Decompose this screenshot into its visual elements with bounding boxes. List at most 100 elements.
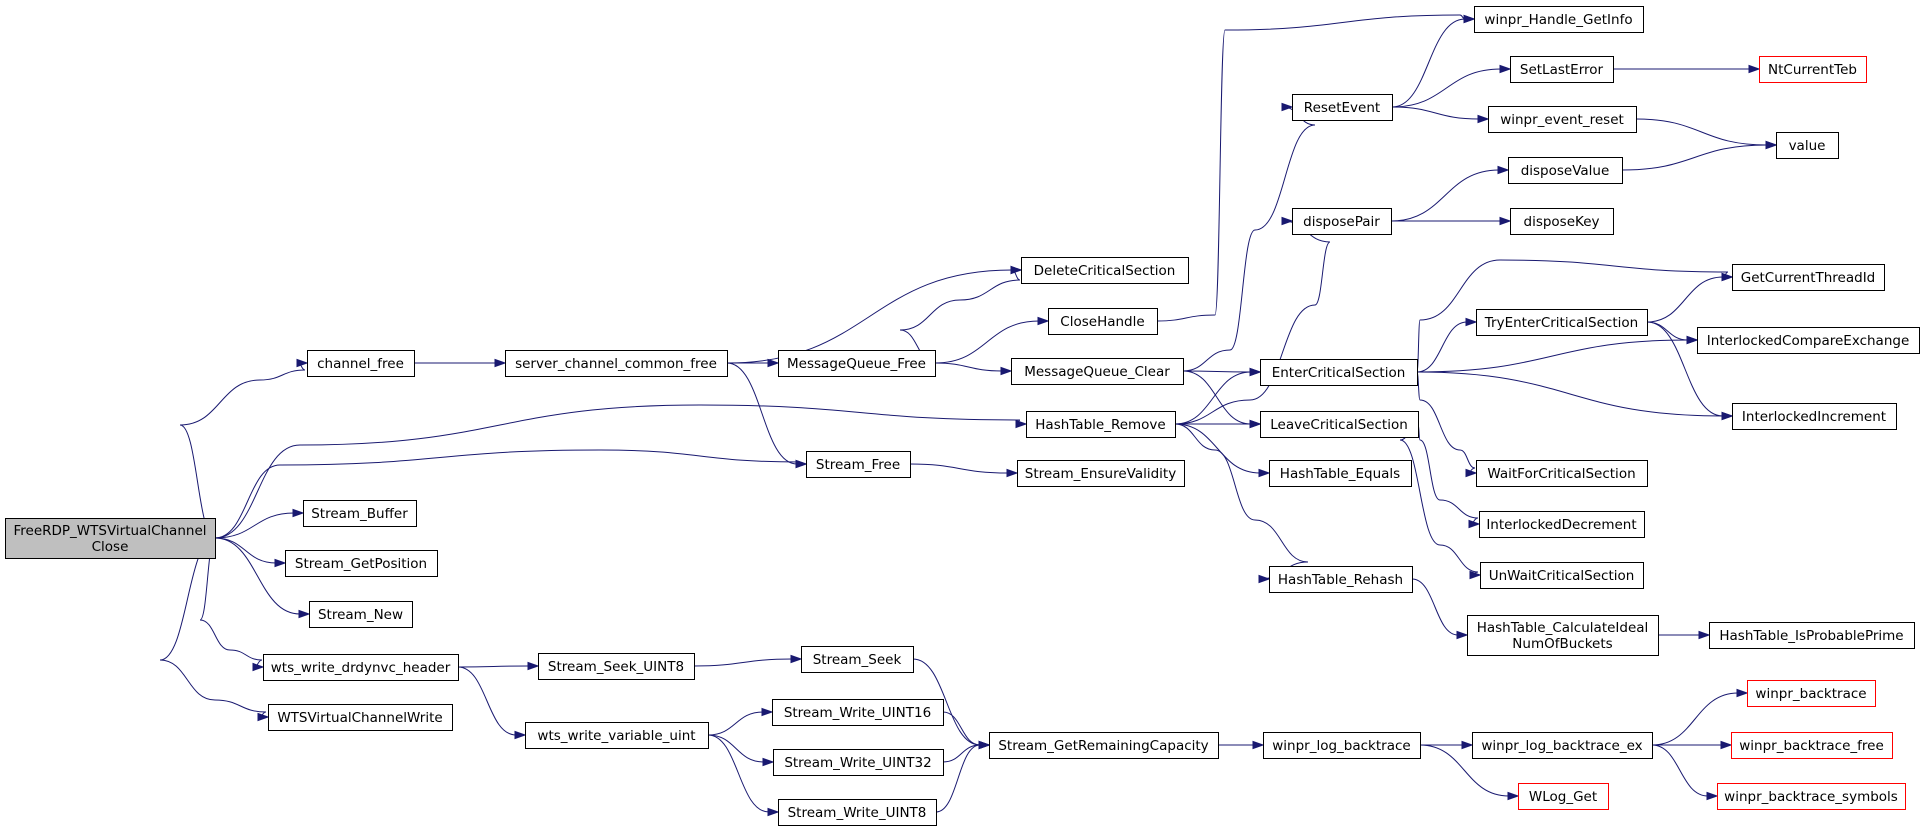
function-node-winpr-log-backtrace-ex[interactable]: winpr_log_backtrace_ex bbox=[1472, 732, 1653, 759]
arrowhead-icon bbox=[1010, 265, 1023, 275]
function-node-unwaitcriticalsection[interactable]: UnWaitCriticalSection bbox=[1480, 562, 1644, 589]
function-node-interlockeddecrement[interactable]: InterlockedDecrement bbox=[1479, 511, 1645, 538]
function-node-wts-write-drdynvc-header[interactable]: wts_write_drdynvc_header bbox=[263, 654, 459, 681]
edge-server-channel-common-free-to-deletecriticalsection bbox=[726, 265, 1023, 364]
node-label: Stream_GetRemainingCapacity bbox=[998, 738, 1208, 754]
arrowhead-icon bbox=[1698, 630, 1711, 640]
edge-messagequeue-free-to-messagequeue-clear bbox=[934, 362, 1013, 376]
edge-line bbox=[899, 269, 1021, 364]
function-node-disposevalue[interactable]: disposeValue bbox=[1508, 157, 1623, 184]
arrowhead-icon bbox=[1281, 102, 1294, 112]
edge-line bbox=[199, 537, 263, 668]
function-node-winpr-backtrace[interactable]: winpr_backtrace bbox=[1747, 680, 1876, 707]
function-node-channel-free[interactable]: channel_free bbox=[307, 350, 415, 377]
node-box bbox=[1260, 411, 1419, 438]
function-node-tryentercriticalsection[interactable]: TryEnterCriticalSection bbox=[1476, 309, 1648, 336]
function-node-hashtable-equals[interactable]: HashTable_Equals bbox=[1269, 460, 1412, 487]
function-node-stream-ensurevalidity[interactable]: Stream_EnsureValidity bbox=[1017, 460, 1185, 487]
edge-line bbox=[1174, 220, 1331, 425]
node-label: Close bbox=[92, 539, 129, 555]
function-node-hashtable-isprobableprime[interactable]: HashTable_IsProbablePrime bbox=[1709, 622, 1915, 649]
node-box bbox=[1292, 208, 1392, 235]
function-node-deletecriticalsection[interactable]: DeleteCriticalSection bbox=[1021, 257, 1189, 284]
function-node-waitforcriticalsection[interactable]: WaitForCriticalSection bbox=[1476, 460, 1648, 487]
node-label: value bbox=[1789, 138, 1826, 154]
function-node-winpr-log-backtrace[interactable]: winpr_log_backtrace bbox=[1263, 732, 1421, 759]
arrowhead-icon bbox=[1499, 64, 1512, 74]
call-edges bbox=[159, 14, 1778, 817]
function-node-disposepair[interactable]: disposePair bbox=[1292, 208, 1392, 235]
function-node-winpr-event-reset[interactable]: winpr_event_reset bbox=[1488, 106, 1637, 133]
function-node-stream-write-uint32[interactable]: Stream_Write_UINT32 bbox=[773, 749, 944, 776]
edge-line bbox=[1390, 169, 1500, 222]
edge-leavecriticalsection-to-interlockeddecrement bbox=[1417, 423, 1481, 529]
function-node-leavecriticalsection[interactable]: LeaveCriticalSection bbox=[1260, 411, 1419, 438]
node-box bbox=[303, 500, 417, 527]
arrowhead-icon bbox=[1249, 419, 1262, 429]
edge-line bbox=[1416, 321, 1468, 373]
edge-line bbox=[1411, 578, 1459, 636]
function-node-resetevent[interactable]: ResetEvent bbox=[1292, 94, 1393, 121]
function-node-interlockedincrement[interactable]: InterlockedIncrement bbox=[1732, 403, 1897, 430]
edge-line bbox=[1182, 106, 1316, 372]
node-label: FreeRDP_WTSVirtualChannel bbox=[13, 523, 206, 539]
edge-line bbox=[1646, 321, 1724, 417]
function-node-stream-seek-uint8[interactable]: Stream_Seek_UINT8 bbox=[538, 653, 695, 680]
node-label: winpr_backtrace_free bbox=[1739, 738, 1884, 754]
node-box bbox=[1472, 732, 1653, 759]
function-node-stream-getposition[interactable]: Stream_GetPosition bbox=[285, 550, 438, 577]
function-node-winpr-backtrace-symbols[interactable]: winpr_backtrace_symbols bbox=[1717, 783, 1906, 810]
arrowhead-icon bbox=[1507, 791, 1520, 801]
node-label: Stream_GetPosition bbox=[295, 556, 427, 572]
function-node-winpr-handle-getinfo[interactable]: winpr_Handle_GetInfo bbox=[1474, 6, 1644, 33]
function-node-value[interactable]: value bbox=[1776, 132, 1839, 159]
function-node-disposekey[interactable]: disposeKey bbox=[1510, 208, 1614, 235]
node-label: NtCurrentTeb bbox=[1768, 62, 1857, 78]
function-node-wlog-get[interactable]: WLog_Get bbox=[1518, 783, 1609, 810]
function-node-closehandle[interactable]: CloseHandle bbox=[1048, 308, 1158, 335]
function-node-messagequeue-free[interactable]: MessageQueue_Free bbox=[778, 350, 936, 377]
function-node-stream-free[interactable]: Stream_Free bbox=[806, 451, 911, 478]
edge-server-channel-common-free-to-messagequeue-free bbox=[726, 358, 780, 368]
function-node-stream-getremainingcapacity[interactable]: Stream_GetRemainingCapacity bbox=[989, 732, 1219, 759]
function-node-interlockedcompareexchange[interactable]: InterlockedCompareExchange bbox=[1697, 327, 1920, 354]
edge-wts-write-variable-uint-to-stream-write-uint16 bbox=[707, 707, 774, 736]
node-label: HashTable_CalculateIdeal bbox=[1477, 620, 1649, 636]
edge-leavecriticalsection-to-unwaitcriticalsection bbox=[1399, 423, 1482, 580]
function-node-stream-buffer[interactable]: Stream_Buffer bbox=[303, 500, 417, 527]
function-node-hashtable-remove[interactable]: HashTable_Remove bbox=[1026, 411, 1176, 438]
node-label: CloseHandle bbox=[1060, 314, 1144, 330]
arrowhead-icon bbox=[1477, 114, 1490, 124]
function-node-stream-new[interactable]: Stream_New bbox=[309, 601, 413, 628]
arrowhead-icon bbox=[1465, 317, 1478, 327]
function-node-entercriticalsection[interactable]: EnterCriticalSection bbox=[1260, 359, 1418, 386]
function-node-stream-write-uint16[interactable]: Stream_Write_UINT16 bbox=[772, 699, 944, 726]
function-node-stream-seek[interactable]: Stream_Seek bbox=[801, 646, 914, 673]
function-node-wtsvirtualchannelwrite[interactable]: WTSVirtualChannelWrite bbox=[268, 704, 453, 731]
node-label: MessageQueue_Clear bbox=[1024, 364, 1170, 380]
edge-line bbox=[1417, 423, 1479, 525]
function-node-server-channel-common-free[interactable]: server_channel_common_free bbox=[505, 350, 728, 377]
function-node-winpr-backtrace-free[interactable]: winpr_backtrace_free bbox=[1731, 732, 1893, 759]
edge-root-to-stream-getposition bbox=[214, 537, 287, 568]
function-node-setlasterror[interactable]: SetLastError bbox=[1510, 56, 1614, 83]
function-node-wts-write-variable-uint[interactable]: wts_write_variable_uint bbox=[525, 722, 709, 749]
node-box bbox=[1480, 562, 1644, 589]
node-label: winpr_log_backtrace bbox=[1272, 738, 1410, 754]
function-node-stream-write-uint8[interactable]: Stream_Write_UINT8 bbox=[778, 799, 937, 826]
function-node-ntcurrentteb[interactable]: NtCurrentTeb bbox=[1759, 56, 1867, 83]
edge-line bbox=[457, 665, 530, 668]
arrowhead-icon bbox=[257, 712, 270, 722]
edge-line bbox=[1182, 370, 1252, 425]
function-node-getcurrentthreadid[interactable]: GetCurrentThreadId bbox=[1732, 264, 1885, 291]
edge-line bbox=[1391, 18, 1466, 108]
node-label: Stream_Free bbox=[816, 457, 900, 473]
node-box bbox=[307, 350, 415, 377]
edge-line bbox=[707, 734, 765, 763]
function-node-hashtable-rehash[interactable]: HashTable_Rehash bbox=[1269, 566, 1413, 593]
node-box bbox=[1021, 257, 1189, 284]
function-node-messagequeue-clear[interactable]: MessageQueue_Clear bbox=[1011, 358, 1184, 385]
